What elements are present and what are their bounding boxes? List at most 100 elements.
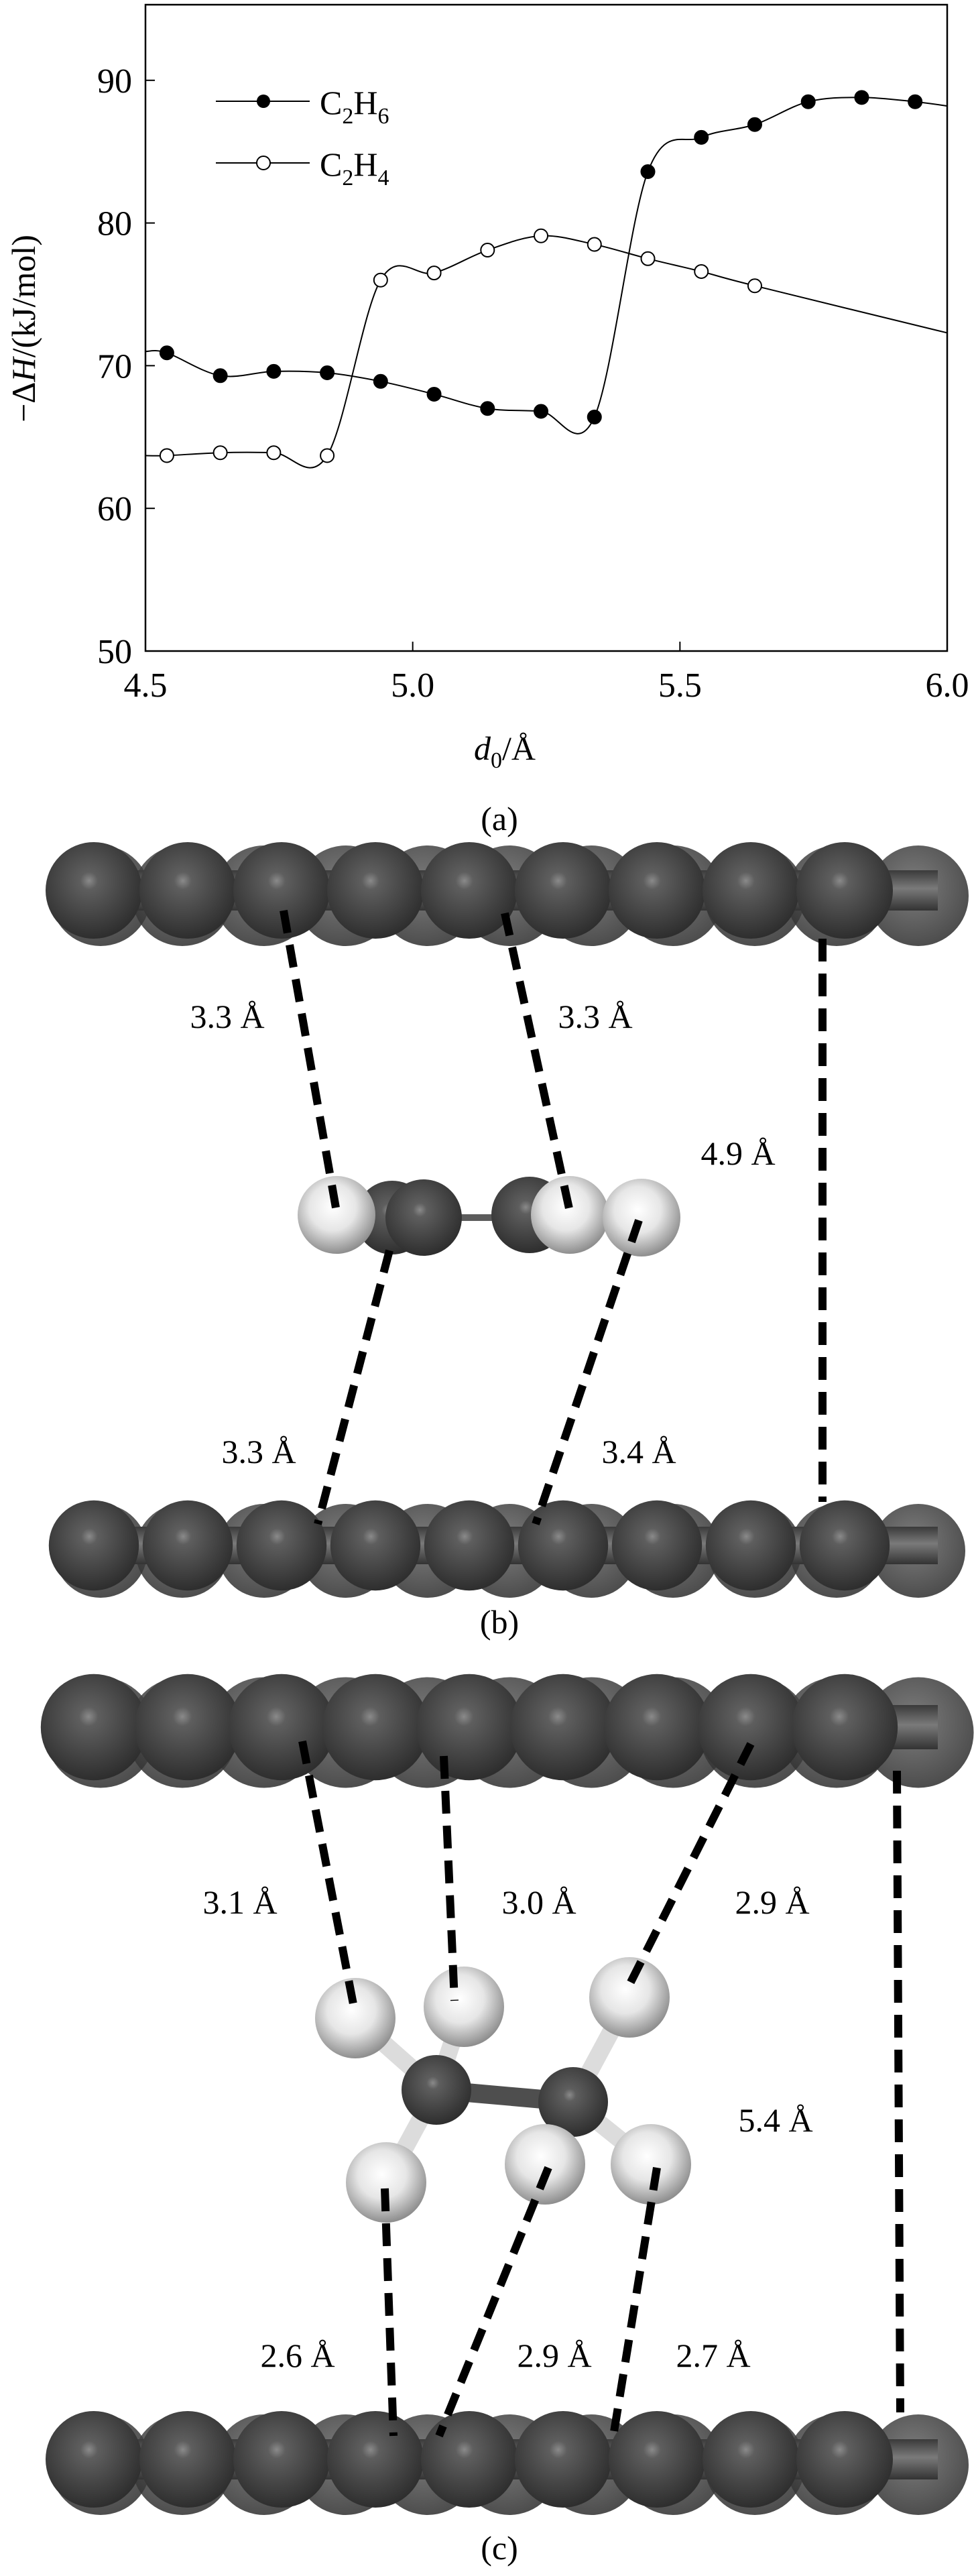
distance-label: 3.3 Å	[558, 998, 632, 1035]
caption-a: (a)	[481, 800, 518, 837]
x-tick-label: 4.5	[124, 666, 168, 705]
carbon-atom	[796, 2411, 893, 2508]
distance-label: 3.3 Å	[221, 1433, 296, 1470]
data-point-c2h4	[373, 272, 388, 288]
distance-label: 3.1 Å	[202, 1883, 277, 1921]
distance-label: 5.4 Å	[738, 2101, 812, 2139]
data-point-c2h6	[426, 386, 442, 402]
carbon-atom	[46, 2411, 142, 2508]
ethylene-molecule	[298, 1176, 680, 1256]
carbon-atom	[139, 2411, 236, 2508]
distance-dashed-line	[609, 2167, 661, 2437]
data-point-c2h6	[854, 90, 869, 105]
carbon-atom	[327, 2411, 424, 2508]
data-point-c2h4	[587, 237, 602, 252]
carbon-atom	[330, 1500, 421, 1591]
hydrogen-atom	[505, 2124, 585, 2205]
hydrogen-atom	[531, 1176, 609, 1254]
carbon-atom	[703, 842, 799, 939]
carbon-atom	[402, 2055, 471, 2125]
carbon-atom	[705, 1500, 796, 1591]
data-point-c2h6	[694, 129, 709, 145]
hydrogen-atom	[298, 1176, 375, 1254]
hydrogen-atom	[315, 1978, 395, 2058]
distance-dashed-line	[440, 1755, 459, 2001]
distance-label: 3.4 Å	[601, 1433, 676, 1470]
y-axis-label: −ΔH/(kJ/mol)	[5, 235, 42, 422]
data-point-c2h6	[908, 94, 923, 109]
data-point-c2h6	[320, 365, 335, 381]
legend-marker-c2h6	[257, 95, 270, 108]
carbon-atom	[228, 1674, 335, 1781]
y-tick-label: 60	[97, 490, 132, 528]
hydrogen-atom	[603, 1179, 680, 1256]
data-point-c2h4	[747, 278, 762, 294]
distance-label: 2.9 Å	[735, 1883, 809, 1921]
carbon-atom	[142, 1500, 233, 1591]
caption-b: (b)	[480, 1603, 519, 1641]
carbon-atom	[611, 1500, 703, 1591]
carbon-atom	[791, 1674, 898, 1781]
data-point-c2h6	[587, 410, 602, 425]
y-tick-label: 70	[97, 347, 132, 386]
distance-label: 2.7 Å	[676, 2337, 750, 2374]
panel-b-ethylene: 3.3 Å 3.3 Å 4.9 Å 3.3 Å 3.4 Å	[46, 842, 969, 1598]
data-point-c2h6	[640, 164, 656, 179]
series-group	[145, 90, 948, 469]
data-point-c2h4	[534, 228, 549, 243]
distance-dashed-line	[435, 2166, 552, 2438]
carbon-atom	[48, 1500, 139, 1591]
series-line-c2h4	[145, 235, 948, 469]
y-tick-label: 90	[97, 62, 132, 101]
x-tick-label: 5.0	[391, 666, 434, 705]
carbon-atom	[509, 1674, 617, 1781]
data-point-c2h6	[373, 373, 388, 389]
distance-dashed-line	[893, 1770, 904, 2413]
carbon-atom	[327, 842, 424, 939]
carbon-atom	[385, 1179, 462, 1256]
data-point-c2h4	[266, 445, 282, 461]
data-point-c2h4	[640, 251, 656, 266]
data-point-c2h4	[426, 266, 442, 281]
distance-label: 4.9 Å	[701, 1134, 775, 1172]
distance-label: 2.9 Å	[517, 2337, 591, 2374]
ethane-molecule	[315, 1957, 691, 2223]
carbon-atom	[609, 842, 705, 939]
caption-c: (c)	[481, 2529, 518, 2567]
carbon-atom	[134, 1674, 241, 1781]
data-point-c2h4	[480, 243, 495, 258]
carbon-atom	[233, 2411, 330, 2508]
legend: C2H6 C2H4	[216, 84, 389, 190]
graphene-bottom-layer	[48, 1500, 965, 1598]
distance-dashed-line	[280, 909, 341, 1213]
distance-dashed-line	[501, 912, 574, 1213]
carbon-atom	[603, 1674, 711, 1781]
carbon-atom	[139, 842, 236, 939]
distance-label: 3.0 Å	[501, 1883, 576, 1921]
carbon-atom	[322, 1674, 429, 1781]
carbon-atom	[233, 842, 330, 939]
graphene-top-layer	[40, 1674, 974, 1788]
distance-label: 3.3 Å	[190, 998, 264, 1035]
data-point-c2h6	[800, 94, 816, 109]
carbon-atom	[424, 1500, 515, 1591]
y-tick-label: 80	[97, 205, 132, 243]
carbon-atom	[609, 2411, 705, 2508]
legend-label-c2h4: C2H4	[320, 145, 389, 190]
distance-dashed-line	[622, 1742, 755, 1993]
carbon-atom	[421, 842, 518, 939]
carbon-atom	[40, 1674, 147, 1781]
carbon-atom	[796, 842, 893, 939]
carbon-atom	[703, 2411, 799, 2508]
distance-dashed-line	[314, 1249, 393, 1525]
data-point-c2h6	[212, 368, 228, 384]
carbon-atom	[515, 2411, 611, 2508]
plot-frame	[144, 3, 949, 652]
data-point-c2h6	[266, 363, 282, 379]
carbon-atom	[538, 2067, 608, 2137]
series-line-c2h6	[145, 97, 948, 434]
data-point-c2h6	[534, 404, 549, 419]
